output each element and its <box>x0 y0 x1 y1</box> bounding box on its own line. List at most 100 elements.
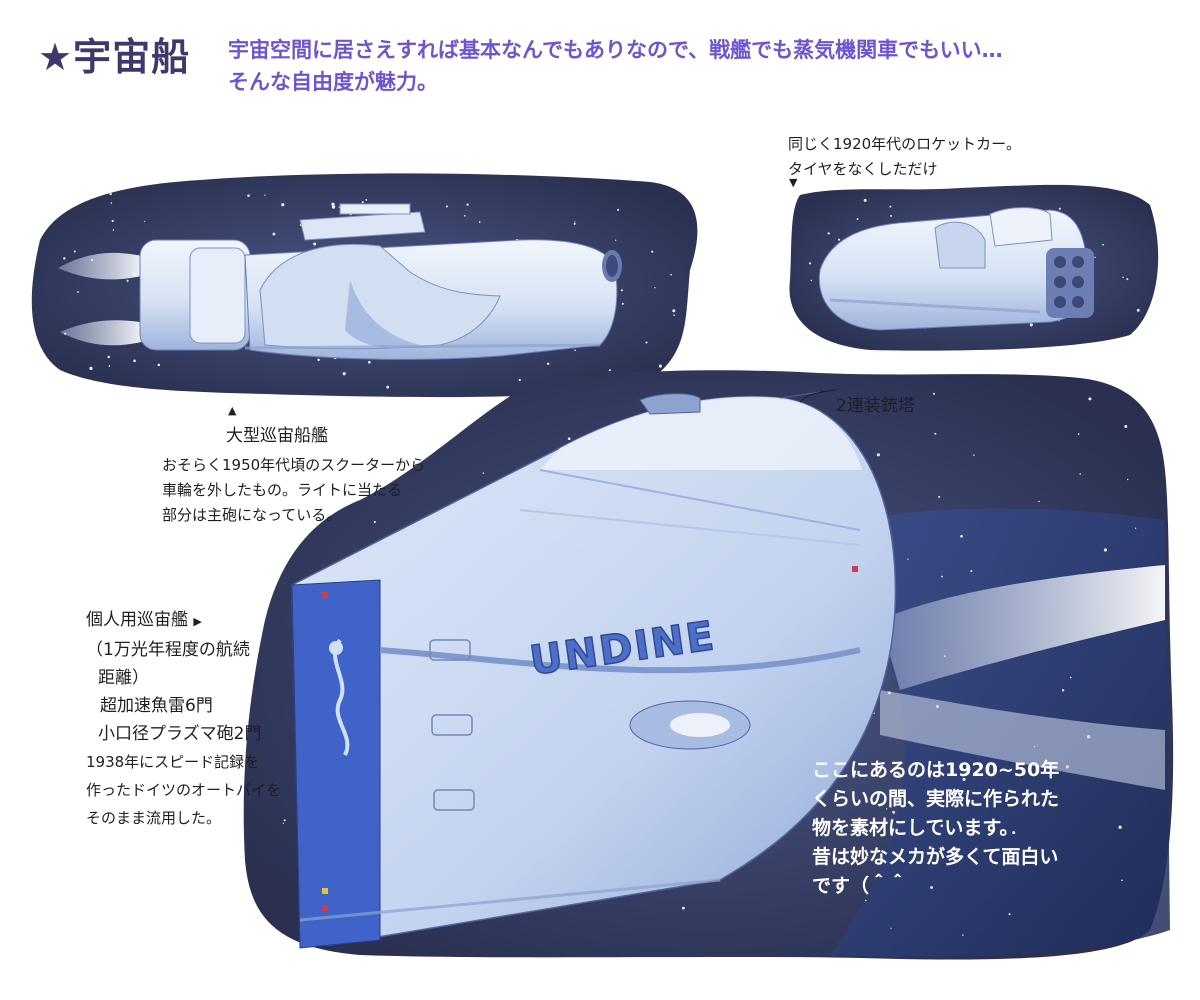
star <box>654 287 656 289</box>
star <box>827 232 830 235</box>
star <box>445 205 448 208</box>
star <box>77 291 79 293</box>
note-rocket-car: 同じく1920年代のロケットカー。 タイヤをなくしただけ <box>788 132 1021 182</box>
star <box>386 385 390 389</box>
star <box>864 899 867 902</box>
star <box>970 570 973 573</box>
star <box>928 846 932 850</box>
star <box>838 238 841 241</box>
star <box>482 472 485 474</box>
star <box>863 198 867 202</box>
note-line: ここにあるのは1920~50年 <box>812 759 1060 781</box>
star <box>617 208 620 211</box>
star <box>1077 433 1080 435</box>
note-line: 小口径プラズマ砲2門 <box>98 724 262 744</box>
note-line: くらいの間、実際に作られた <box>812 788 1060 810</box>
star <box>1029 323 1033 327</box>
cruiser-ship <box>58 203 622 360</box>
star <box>112 229 115 231</box>
star <box>546 362 550 365</box>
note-line: そのまま流用した。 <box>86 809 222 827</box>
star <box>373 520 376 524</box>
star <box>1124 424 1128 429</box>
star <box>331 202 335 206</box>
star <box>285 481 287 484</box>
star <box>365 198 368 201</box>
star <box>1148 387 1150 389</box>
star <box>856 218 859 221</box>
star <box>973 454 975 456</box>
star <box>1136 308 1140 312</box>
pointer-triangle-icon: ▼ <box>789 176 798 189</box>
intro-line: そんな自由度が魅力。 <box>228 70 438 94</box>
star <box>1134 527 1137 529</box>
star <box>962 777 966 781</box>
star <box>63 257 66 260</box>
note-line: おそらく1950年代頃のスクーターから <box>162 456 426 474</box>
pointer-triangle-icon: ▲ <box>228 404 237 417</box>
note-line: 距離） <box>98 668 149 688</box>
note-line: 物を素材にしています。 <box>812 817 1019 839</box>
star <box>873 712 875 714</box>
star <box>930 886 933 889</box>
star <box>247 194 250 197</box>
note-line: 個人用巡宙艦 ▶ <box>86 610 202 630</box>
star <box>1126 278 1129 281</box>
star <box>478 221 481 223</box>
star <box>272 232 276 236</box>
star <box>1126 478 1129 481</box>
star <box>282 822 285 824</box>
star <box>73 250 76 253</box>
star <box>907 558 909 560</box>
star <box>1079 473 1081 475</box>
star <box>681 906 685 910</box>
star <box>1094 256 1096 259</box>
star <box>651 250 654 253</box>
star <box>271 505 275 509</box>
star <box>1121 879 1123 882</box>
intro-text: 宇宙空間に居さえすれば基本なんでもありなので、戦艦でも蒸気機関車でもいい… そん… <box>228 34 1003 98</box>
star <box>645 341 648 344</box>
star <box>157 363 161 367</box>
star <box>361 201 364 204</box>
star <box>1088 397 1092 401</box>
rocket-car-ship <box>818 207 1094 331</box>
star <box>1102 243 1104 246</box>
star <box>573 222 576 225</box>
star <box>673 314 675 316</box>
star <box>890 927 892 929</box>
star <box>621 302 624 305</box>
star <box>126 279 129 282</box>
undine-ship: UNDINE <box>291 391 1165 949</box>
star <box>367 360 371 364</box>
star <box>574 349 576 351</box>
star <box>1105 380 1107 382</box>
star <box>272 926 275 930</box>
star <box>1061 689 1065 692</box>
star <box>938 495 941 498</box>
star <box>876 453 880 457</box>
star <box>933 392 935 395</box>
star <box>810 279 812 282</box>
star <box>111 219 114 223</box>
star <box>892 810 896 814</box>
note-line: タイヤをなくしただけ <box>788 160 938 178</box>
star <box>271 492 274 496</box>
star <box>1118 825 1122 829</box>
star <box>1069 676 1072 679</box>
note-line: 昔は妙なメカが多くて面白い <box>812 846 1059 868</box>
star <box>672 309 676 313</box>
star <box>283 819 286 822</box>
star <box>615 239 617 241</box>
note-line: 同じく1920年代のロケットカー。 <box>788 135 1022 153</box>
note-line: 車輪を外したもの。ライトに当たる <box>162 481 403 499</box>
note-line: 超加速魚雷6門 <box>100 696 213 716</box>
star <box>109 192 112 196</box>
star <box>144 220 146 222</box>
star <box>1103 548 1107 552</box>
star <box>133 359 136 363</box>
star <box>1038 500 1040 503</box>
star <box>107 355 110 359</box>
star <box>378 445 380 447</box>
